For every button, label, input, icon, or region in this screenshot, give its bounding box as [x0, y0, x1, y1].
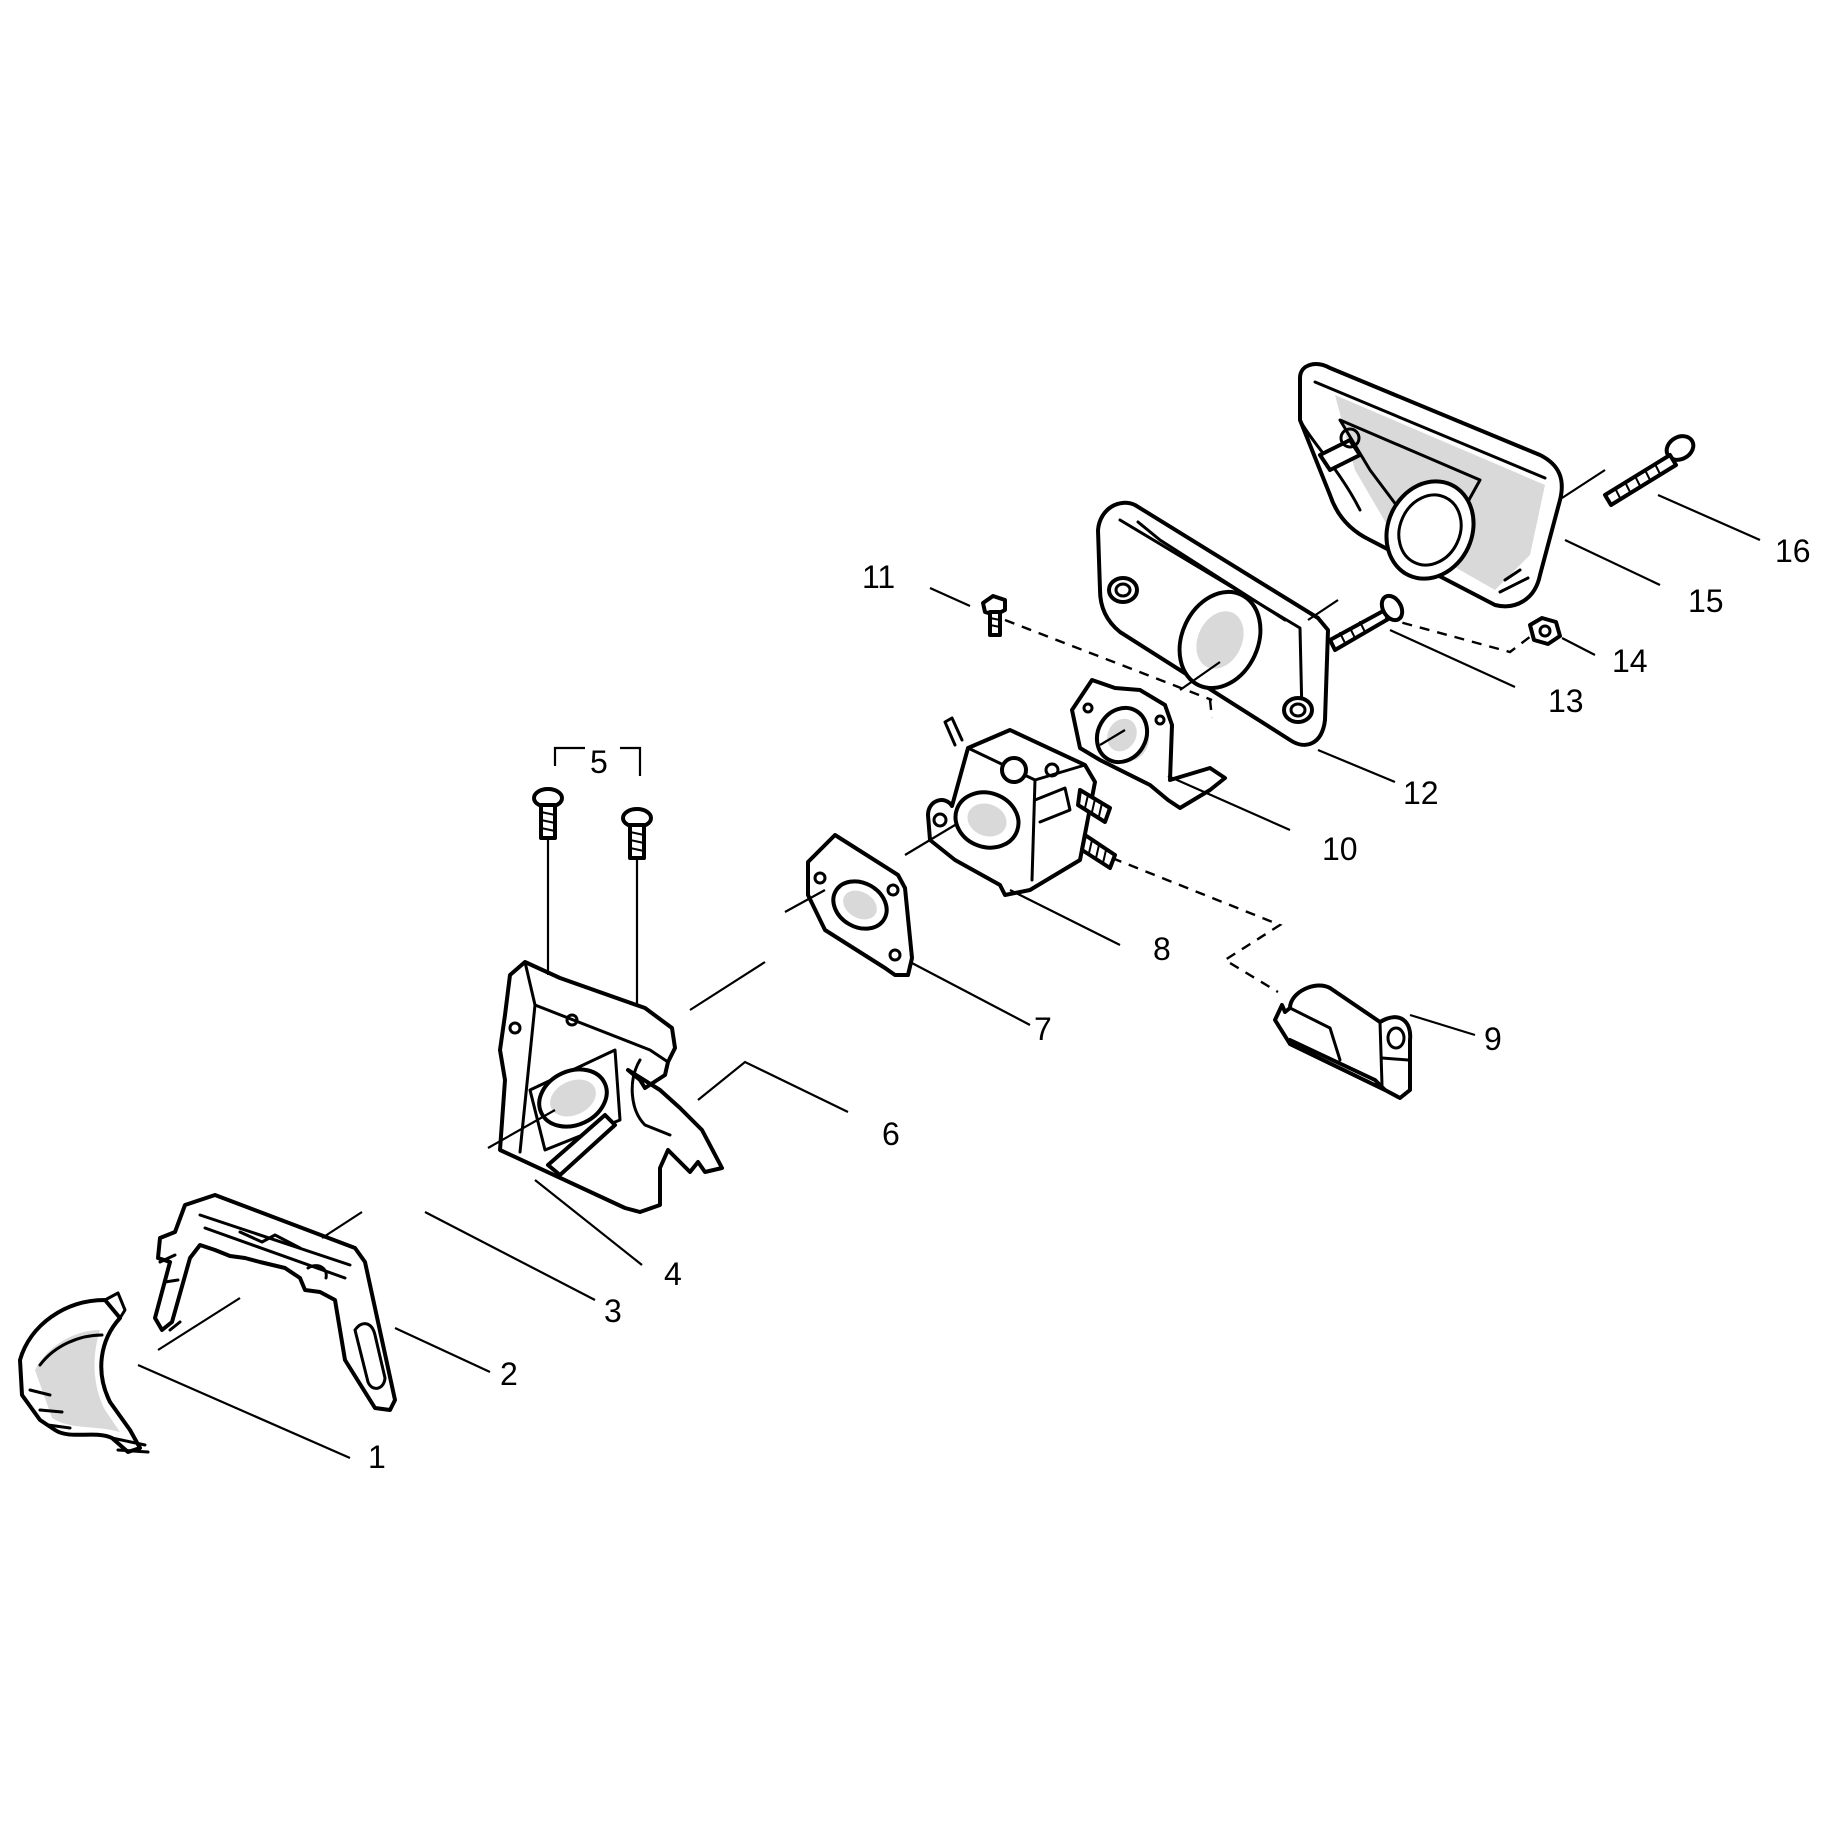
part-7-gasket — [806, 833, 914, 977]
part-12-base-plate — [1096, 500, 1330, 747]
callout-16: 16 — [1775, 533, 1811, 569]
callout-3: 3 — [604, 1293, 622, 1329]
part-16-screw — [1603, 434, 1696, 507]
callout-2: 2 — [500, 1356, 518, 1392]
callout-4: 4 — [664, 1256, 682, 1292]
callout-14: 14 — [1612, 643, 1648, 679]
part-13-bolt — [1328, 593, 1405, 652]
callout-7: 7 — [1034, 1011, 1052, 1047]
part-11-screw — [981, 594, 1007, 637]
callout-15: 15 — [1688, 583, 1724, 619]
part-10-plate — [1070, 678, 1227, 810]
callout-5: 5 — [590, 744, 608, 780]
callout-8: 8 — [1153, 931, 1171, 967]
part-9-holder — [1273, 983, 1413, 1100]
part-5-screw-right — [621, 807, 653, 860]
callout-6: 6 — [882, 1116, 900, 1152]
callout-9: 9 — [1484, 1021, 1502, 1057]
part-15-filter-cover — [1298, 362, 1564, 609]
callout-1: 1 — [368, 1439, 386, 1475]
part-8-carburetor — [926, 716, 1117, 897]
callout-labels: 1 2 3 4 5 6 7 8 9 10 11 12 13 14 15 16 — [368, 533, 1811, 1475]
part-2-bracket — [153, 1193, 397, 1412]
part-14-nut — [1528, 616, 1562, 646]
dashed-assembly-lines — [1004, 616, 1536, 994]
callout-13: 13 — [1548, 683, 1584, 719]
part-5-screw-left — [532, 787, 564, 840]
leader-lines — [137, 469, 1761, 1460]
callout-10: 10 — [1322, 831, 1358, 867]
callout-12: 12 — [1403, 775, 1439, 811]
callout-11: 11 — [862, 559, 895, 595]
part-1-intake-boot — [18, 1291, 150, 1454]
part-6-carburetor-housing — [498, 960, 724, 1214]
